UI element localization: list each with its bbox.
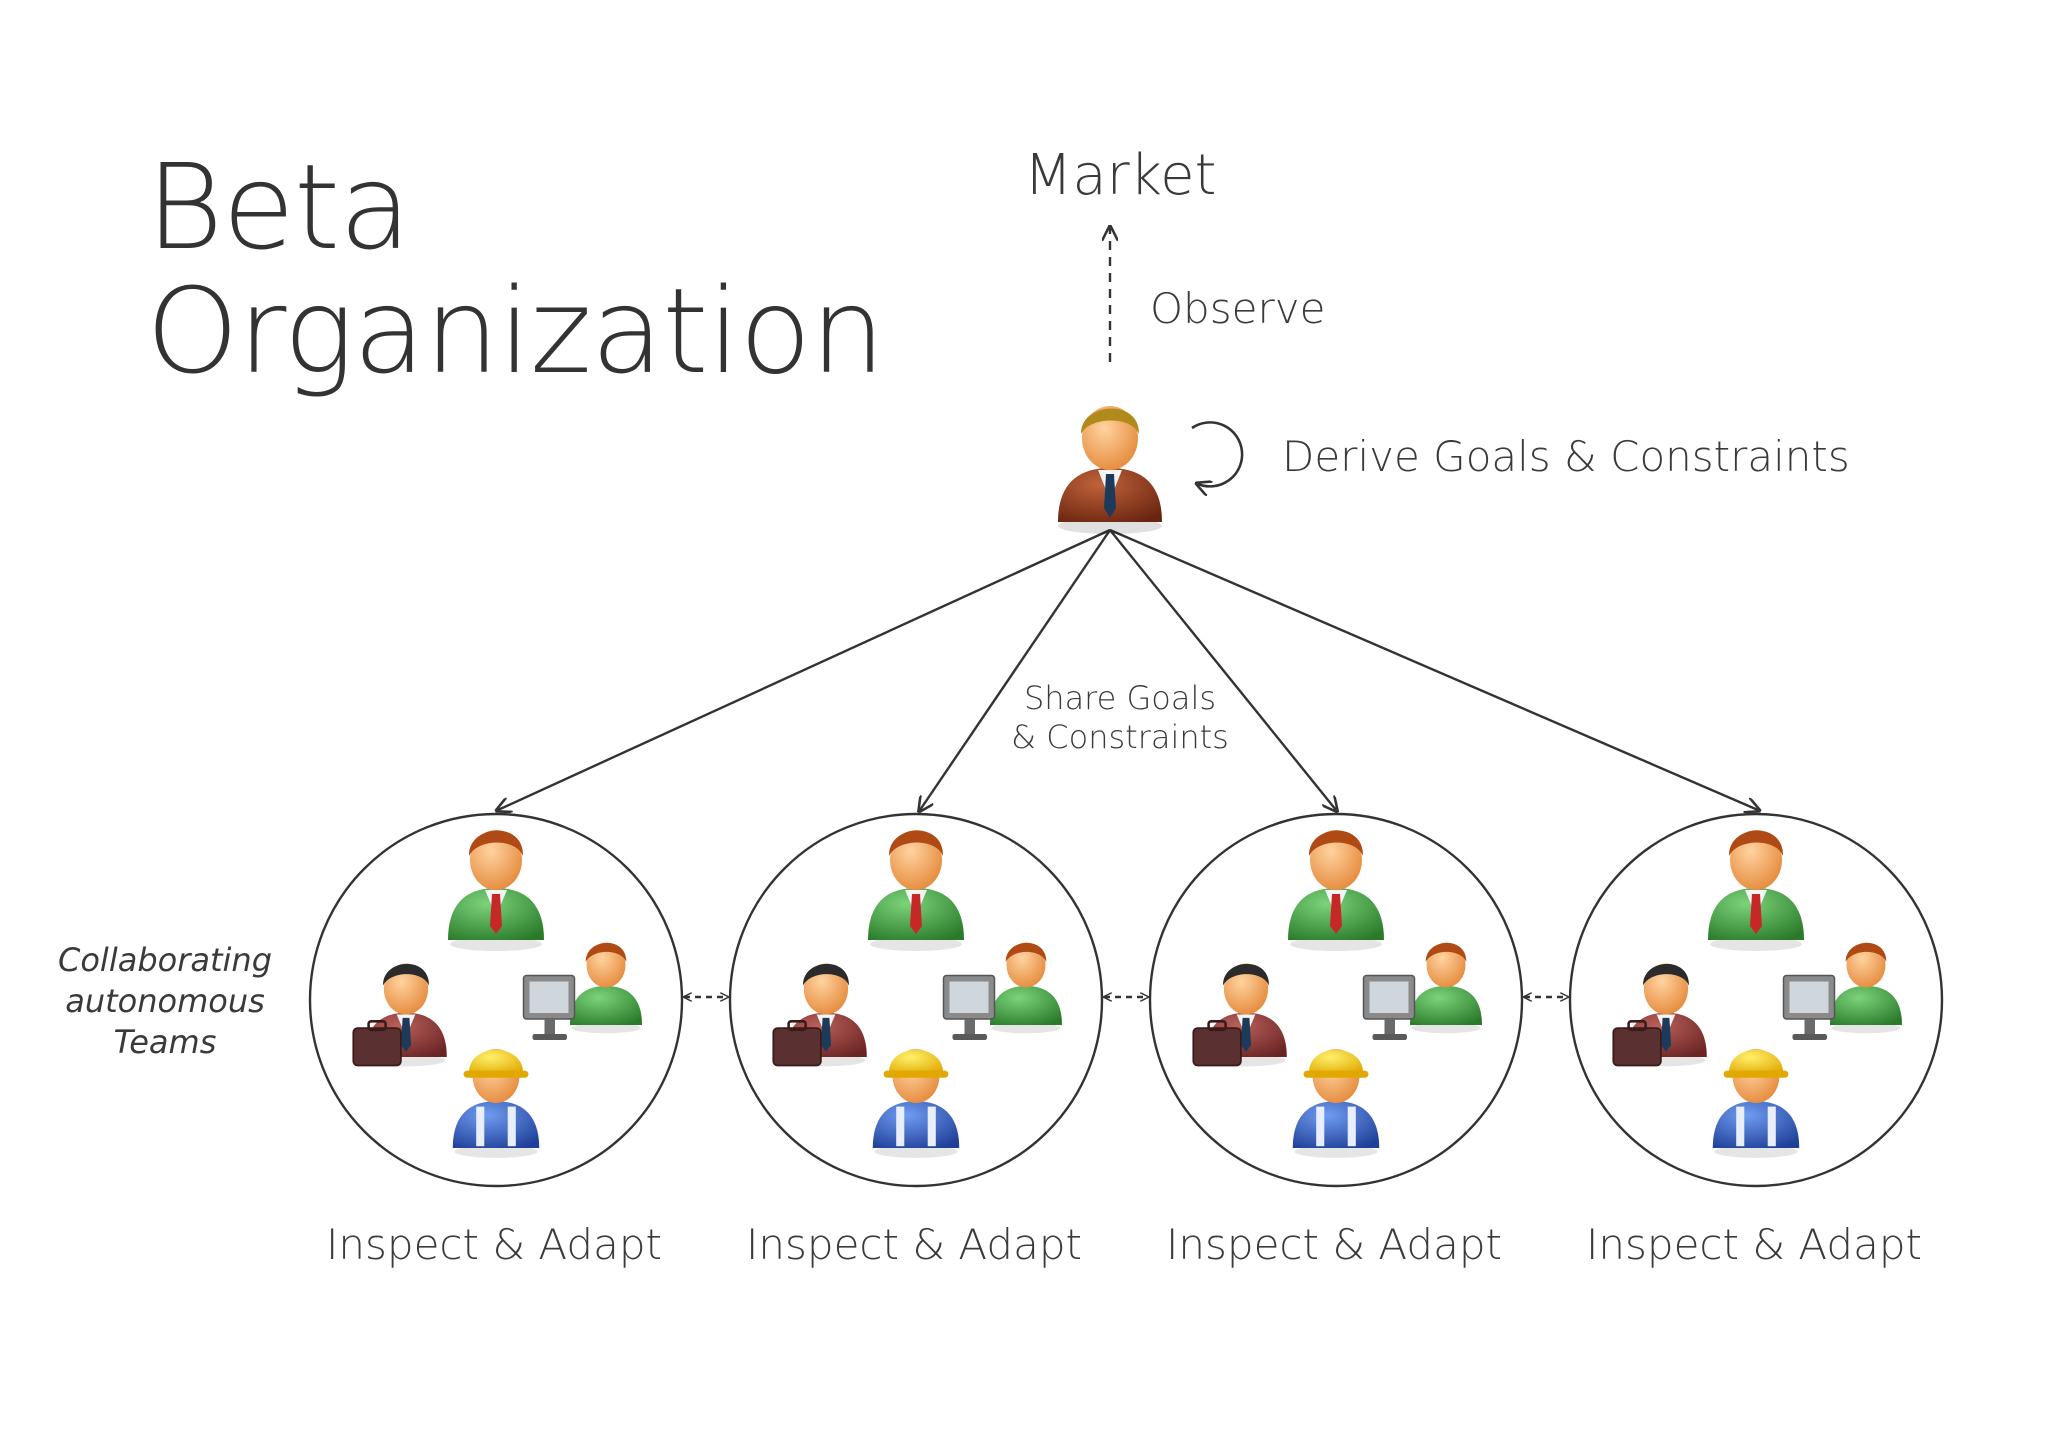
briefcase-person-icon — [772, 963, 867, 1067]
manager-person-icon — [1058, 406, 1162, 534]
page-title-line1: Beta — [146, 138, 411, 276]
hardhat-worker-icon — [1292, 1049, 1380, 1158]
team-members-layer — [352, 830, 1902, 1158]
share-goals-label-line1: Share Goals — [1023, 679, 1217, 717]
team-1-inspect-label: Inspect & Adapt — [326, 1220, 662, 1269]
green-person-icon — [1708, 830, 1804, 951]
team-4-inspect-label: Inspect & Adapt — [1586, 1220, 1922, 1269]
share-arrow-team-4 — [1109, 528, 1758, 810]
collab-label-line3: Teams — [113, 1023, 217, 1061]
share-arrow-team-3 — [1109, 529, 1336, 810]
share-goals-label-line2: & Constraints — [1011, 718, 1229, 756]
observe-label: Observe — [1150, 284, 1326, 333]
green-person-icon — [448, 830, 544, 951]
computer-user-icon — [1782, 942, 1902, 1040]
page-title-line2: Organization — [146, 262, 885, 400]
hardhat-worker-icon — [1712, 1049, 1800, 1158]
team-4-circle — [1568, 812, 1944, 1188]
team-4-members — [1612, 830, 1902, 1158]
share-arrow-team-1 — [498, 528, 1111, 810]
green-person-icon — [868, 830, 964, 951]
briefcase-person-icon — [1192, 963, 1287, 1067]
briefcase-person-icon — [352, 963, 447, 1067]
computer-user-icon — [942, 942, 1062, 1040]
computer-user-icon — [1362, 942, 1482, 1040]
briefcase-person-icon — [1612, 963, 1707, 1067]
team-2-members — [772, 830, 1062, 1158]
hardhat-worker-icon — [452, 1049, 540, 1158]
team-3-circle — [1148, 812, 1524, 1188]
team-2-circle — [728, 812, 1104, 1188]
collab-label-line1: Collaborating — [58, 941, 272, 979]
green-person-icon — [1288, 830, 1384, 951]
team-1-members — [352, 830, 642, 1158]
team-3-inspect-label: Inspect & Adapt — [1166, 1220, 1502, 1269]
collab-label-line2: autonomous — [65, 982, 265, 1020]
team-1-circle — [308, 812, 684, 1188]
cycle-arrow-icon — [1191, 421, 1244, 486]
share-arrow-team-2 — [920, 529, 1111, 810]
computer-user-icon — [522, 942, 642, 1040]
team-2-inspect-label: Inspect & Adapt — [746, 1220, 1082, 1269]
team-3-members — [1192, 830, 1482, 1158]
hardhat-worker-icon — [872, 1049, 960, 1158]
derive-goals-label: Derive Goals & Constraints — [1282, 432, 1850, 481]
market-label: Market — [1024, 143, 1217, 208]
